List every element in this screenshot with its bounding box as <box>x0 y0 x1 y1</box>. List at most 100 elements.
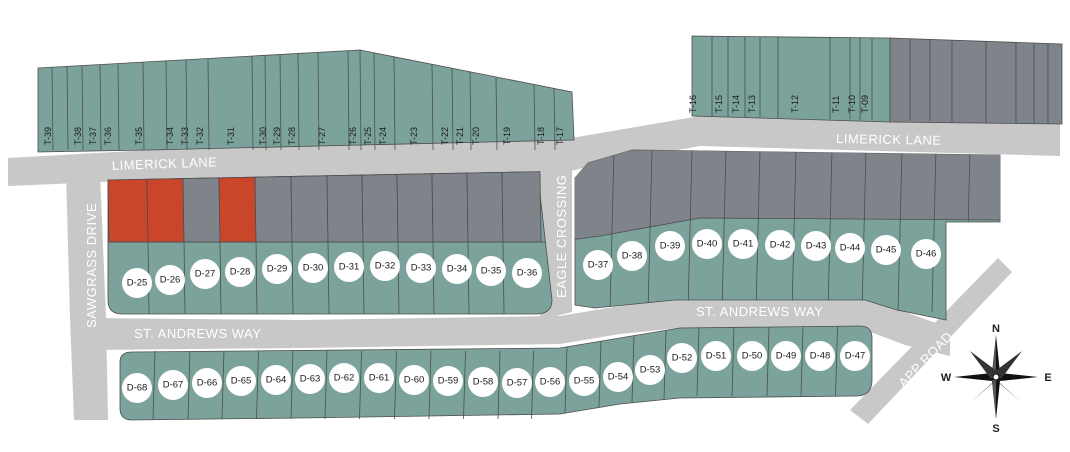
lot-badge[interactable]: D-41 <box>728 229 758 259</box>
lot-badge[interactable]: D-31 <box>334 252 364 282</box>
lot-d-32-front[interactable] <box>361 173 399 243</box>
lot-badge[interactable]: D-51 <box>701 341 731 371</box>
lot-badge[interactable]: D-65 <box>226 366 256 396</box>
lot-badge[interactable]: D-33 <box>406 253 436 283</box>
lot-d-31-front[interactable] <box>326 174 364 243</box>
lot-label: D-27 <box>195 269 216 280</box>
lot-badge[interactable]: D-66 <box>192 368 222 398</box>
lot-badge[interactable]: D-62 <box>329 363 359 393</box>
lot-d-28-front[interactable] <box>218 176 257 243</box>
lot-badge-circle <box>364 363 394 393</box>
lot-divider <box>428 350 432 420</box>
lot-badge[interactable]: D-30 <box>298 253 328 283</box>
lot-label: D-55 <box>574 376 595 387</box>
lot-label: D-25 <box>127 278 148 289</box>
lot-badge-circle <box>468 367 498 397</box>
lot-badge[interactable]: D-35 <box>476 256 506 286</box>
lot-badge[interactable]: D-59 <box>433 366 463 396</box>
lot-badge[interactable]: D-28 <box>225 257 255 287</box>
lot-badge-circle <box>805 341 835 371</box>
lot-label: D-51 <box>706 351 727 362</box>
lot-badge[interactable]: D-49 <box>771 341 801 371</box>
lot-label: D-65 <box>231 376 252 387</box>
lot-badge[interactable]: D-46 <box>911 239 941 269</box>
lot-badge-circle <box>655 231 685 261</box>
lot-divider <box>394 350 397 420</box>
townhome-label: T-33 <box>180 127 190 145</box>
lot-label: D-66 <box>197 378 218 389</box>
road-st-andrews-way <box>90 298 950 356</box>
lot-badge[interactable]: D-64 <box>261 365 291 395</box>
lot-badge[interactable]: D-32 <box>370 251 400 281</box>
lot-label: D-31 <box>339 262 360 273</box>
lot-badge[interactable]: D-58 <box>468 367 498 397</box>
lot-badge[interactable]: D-44 <box>835 233 865 263</box>
lot-badge[interactable]: D-37 <box>583 250 613 280</box>
lot-divider <box>791 150 797 313</box>
lot-divider <box>497 350 501 420</box>
lot-d-33-front[interactable] <box>396 173 434 243</box>
lot-label: D-68 <box>127 383 148 394</box>
lot-badge[interactable]: D-63 <box>295 364 325 394</box>
lot-label: D-47 <box>845 351 866 362</box>
lot-badge[interactable]: D-45 <box>871 235 901 265</box>
lot-label: D-58 <box>473 377 494 388</box>
lot-badge[interactable]: D-57 <box>502 368 532 398</box>
label-sawgrass-drive: SAWGRASS DRIVE <box>84 203 99 328</box>
townhome-block-east-unavailable[interactable] <box>889 37 1063 125</box>
lot-d-34-front[interactable] <box>431 172 469 243</box>
lot-badge[interactable]: D-54 <box>603 362 633 392</box>
lot-badge[interactable]: D-26 <box>155 265 185 295</box>
lot-badge[interactable]: D-47 <box>840 341 870 371</box>
lot-badge-circle <box>442 254 472 284</box>
lot-label: D-52 <box>672 353 693 364</box>
lot-badge[interactable]: D-43 <box>801 231 831 261</box>
lot-badge[interactable]: D-67 <box>158 370 188 400</box>
lot-badge[interactable]: D-61 <box>364 363 394 393</box>
lot-badge[interactable]: D-40 <box>692 229 722 259</box>
lot-badge-circle <box>692 229 722 259</box>
lot-badge[interactable]: D-38 <box>617 241 647 271</box>
lot-badge[interactable]: D-39 <box>655 231 685 261</box>
townhome-divider <box>393 56 396 151</box>
lot-badge-circle <box>370 251 400 281</box>
lot-badge[interactable]: D-60 <box>399 365 429 395</box>
lot-badge[interactable]: D-48 <box>805 341 835 371</box>
lot-label: D-53 <box>640 365 661 376</box>
lot-d-30-front[interactable] <box>290 175 329 243</box>
lot-d-29-front[interactable] <box>254 176 293 243</box>
lot-badge[interactable]: D-29 <box>262 254 292 284</box>
road-limerick-lane <box>8 116 1060 186</box>
lot-badge[interactable]: D-53 <box>635 355 665 385</box>
compass-rose: N S E W <box>941 323 1052 435</box>
lot-badge[interactable]: D-68 <box>122 373 152 403</box>
lot-badge[interactable]: D-55 <box>569 366 599 396</box>
lot-badge[interactable]: D-34 <box>442 254 472 284</box>
lot-d-25-front[interactable] <box>107 178 149 243</box>
townhome-label: T-38 <box>73 127 83 145</box>
lot-badge[interactable]: D-25 <box>122 268 152 298</box>
lot-divider <box>327 241 330 315</box>
lot-badge-circle <box>535 367 565 397</box>
lot-divider <box>755 150 761 313</box>
lot-badge[interactable]: D-27 <box>190 259 220 289</box>
townhome-label: T-10 <box>847 95 857 113</box>
lot-badge[interactable]: D-56 <box>535 367 565 397</box>
lot-badge-circle <box>192 368 222 398</box>
lot-badge[interactable]: D-52 <box>667 343 697 373</box>
lot-d-26-front[interactable] <box>146 178 185 243</box>
lot-d-27-front[interactable] <box>182 177 221 243</box>
lot-d-36-front[interactable] <box>501 171 542 243</box>
label-limerick-lane-west: LIMERICK LANE <box>112 154 218 173</box>
lot-d-35-front[interactable] <box>466 171 504 243</box>
townhome-divider <box>279 54 282 151</box>
label-st-andrews-way-west: ST. ANDREWS WAY <box>134 326 261 341</box>
lot-badge[interactable]: D-50 <box>737 341 767 371</box>
lot-badge[interactable]: D-36 <box>512 258 542 288</box>
townhome-label: T-20 <box>471 127 481 145</box>
lot-divider <box>931 150 937 313</box>
lot-badge[interactable]: D-42 <box>765 230 795 260</box>
lot-label: D-49 <box>776 351 797 362</box>
